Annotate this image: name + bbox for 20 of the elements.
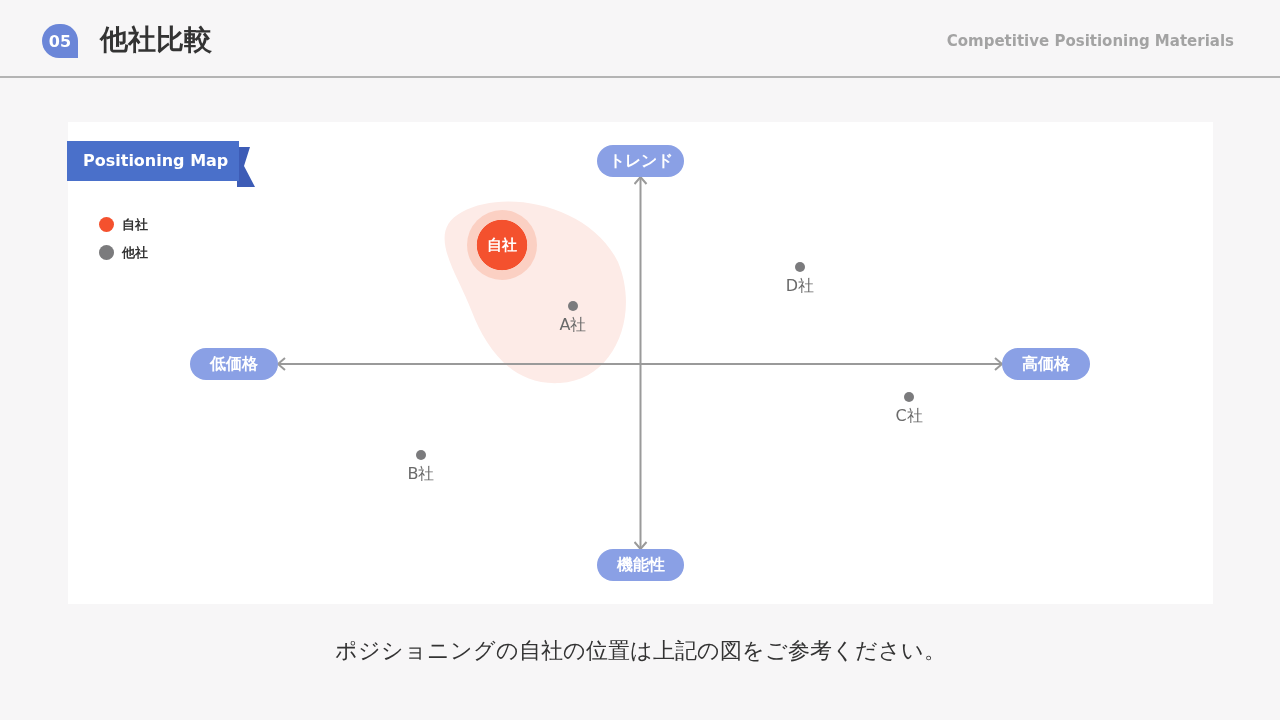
company-label: A社: [559, 315, 587, 336]
legend-label: 自社: [122, 216, 148, 234]
double-arrow: [277, 357, 1003, 371]
caption-text: ポジショニングの自社の位置は上記の図をご参考ください。: [333, 637, 947, 665]
data-point-marker: [904, 392, 914, 402]
company-label: D社: [785, 276, 815, 297]
company-label: C社: [895, 406, 923, 427]
axis-label: 低価格: [190, 348, 278, 380]
data-point-marker: [568, 301, 578, 311]
axis-label: 高価格: [1002, 348, 1090, 380]
double-arrow: [633, 176, 648, 550]
section-number-badge: 05: [42, 24, 78, 58]
axis-label: トレンド: [597, 145, 684, 177]
data-point-marker: [795, 262, 805, 272]
axis-label: 機能性: [597, 549, 684, 581]
company-label: B社: [407, 464, 435, 485]
data-point-marker: [416, 450, 426, 460]
page-title: 他社比較: [100, 22, 212, 58]
header-subtitle: Competitive Positioning Materials: [946, 32, 1234, 50]
legend-label: 他社: [122, 244, 148, 262]
